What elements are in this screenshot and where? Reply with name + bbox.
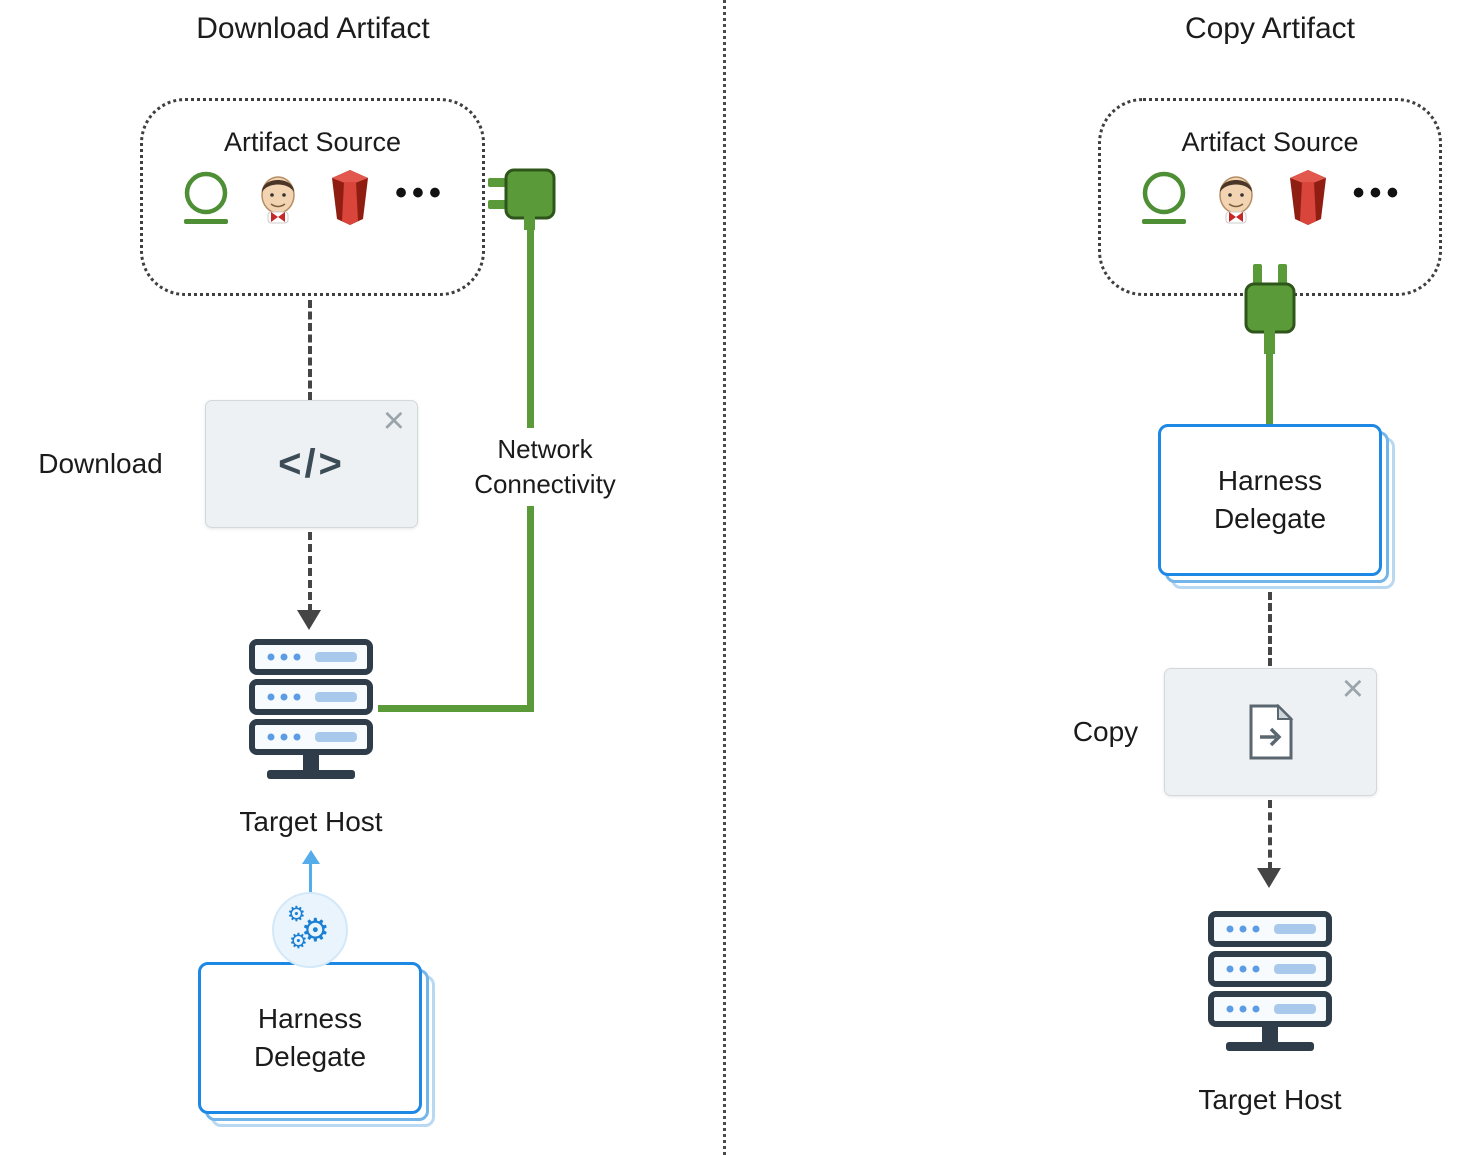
copy-artifact-title: Copy Artifact bbox=[1184, 12, 1356, 45]
harness-delegate-box-left: Harness Delegate bbox=[198, 962, 435, 1127]
ellipsis-icon: ••• bbox=[395, 174, 446, 212]
artifact-source-box-right: Artifact Source ••• bbox=[1098, 98, 1442, 296]
network-line-horizontal bbox=[378, 705, 534, 712]
close-icon: × bbox=[1341, 668, 1364, 710]
target-host-label-left: Target Host bbox=[239, 806, 383, 837]
artifact-source-box-left: Artifact Source ••• bbox=[140, 98, 485, 296]
registry-ring-icon bbox=[184, 171, 229, 224]
download-artifact-title: Download Artifact bbox=[196, 12, 430, 45]
target-host-label-right: Target Host bbox=[1198, 1084, 1342, 1115]
target-host-icon-left bbox=[249, 639, 373, 779]
network-plug-icon-left bbox=[488, 168, 556, 230]
delegate-label-line2: Delegate bbox=[1213, 503, 1327, 534]
delegate-card: Harness Delegate bbox=[1158, 424, 1382, 576]
delegate-gears-badge: ⚙ ⚙ ⚙ bbox=[272, 892, 348, 968]
s3-bucket-icon bbox=[332, 170, 369, 225]
delegate-label: Harness Delegate bbox=[1214, 462, 1326, 538]
dashed-connector bbox=[308, 532, 312, 612]
delegate-card: Harness Delegate bbox=[198, 962, 422, 1114]
network-line-vertical bbox=[1266, 348, 1273, 426]
target-host-icon-right bbox=[1208, 911, 1332, 1051]
gear-icon: ⚙ bbox=[287, 903, 306, 926]
dashed-connector bbox=[1268, 800, 1272, 870]
s3-bucket-icon bbox=[1289, 170, 1326, 225]
download-step-box: </> × bbox=[205, 400, 418, 528]
delegate-connector-line bbox=[309, 864, 312, 894]
network-plug-icon-right bbox=[1244, 264, 1296, 354]
copy-step-label: Copy bbox=[1072, 716, 1139, 747]
section-divider bbox=[723, 0, 726, 1155]
jenkins-icon bbox=[1218, 176, 1253, 224]
harness-delegate-box-right: Harness Delegate bbox=[1158, 424, 1395, 589]
dashed-connector bbox=[308, 300, 312, 400]
arrow-down-icon bbox=[297, 610, 321, 630]
gear-icon: ⚙ bbox=[289, 930, 308, 953]
gear-icon: ⚙ bbox=[301, 912, 330, 948]
artifact-source-label: Artifact Source bbox=[223, 127, 402, 157]
dashed-connector bbox=[1268, 592, 1272, 666]
arrow-down-icon bbox=[1257, 868, 1281, 888]
delegate-label-line1: Harness bbox=[1217, 465, 1323, 497]
jenkins-icon bbox=[261, 176, 295, 224]
registry-ring-icon bbox=[1141, 171, 1186, 224]
network-connectivity-label: Network Connectivity bbox=[450, 428, 640, 507]
arrow-up-icon bbox=[302, 850, 320, 864]
copy-file-icon bbox=[1249, 703, 1293, 760]
close-icon: × bbox=[382, 400, 405, 442]
artifact-source-icons: ••• bbox=[179, 168, 446, 226]
code-icon: </> bbox=[278, 441, 345, 486]
ellipsis-icon: ••• bbox=[1352, 174, 1404, 212]
artifact-source-icons: ••• bbox=[1137, 168, 1404, 226]
delegate-label-line2: Delegate bbox=[253, 1041, 367, 1072]
delegate-label: Harness Delegate bbox=[254, 1000, 366, 1076]
delegate-label-line1: Harness bbox=[257, 1003, 363, 1035]
download-step-label: Download bbox=[38, 448, 163, 479]
artifact-source-label: Artifact Source bbox=[1181, 127, 1359, 157]
copy-step-box: × bbox=[1164, 668, 1377, 796]
